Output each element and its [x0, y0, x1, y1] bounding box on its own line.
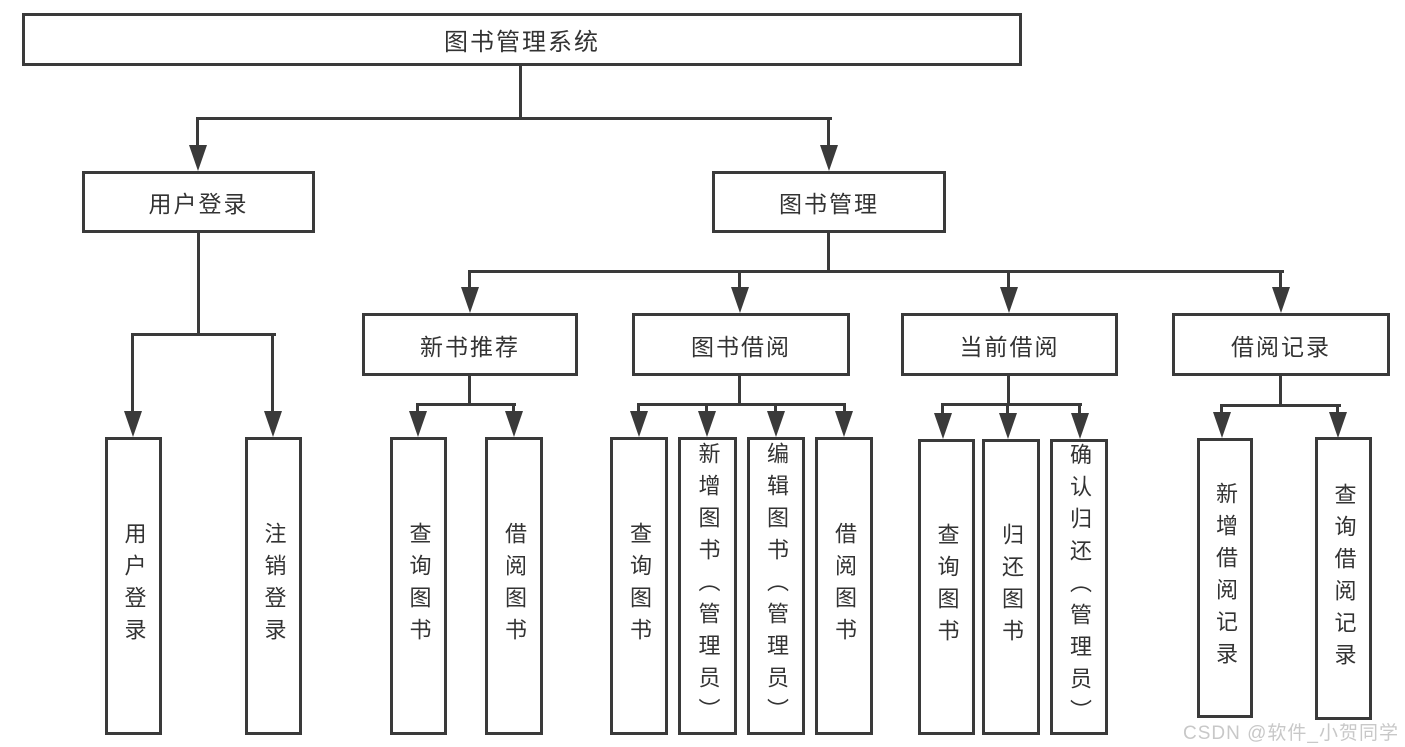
- connector-line: [1006, 403, 1009, 415]
- leaf-confirm-return-admin: 确认归还（管理员）: [1050, 439, 1108, 735]
- node-label: 查询借阅记录: [1331, 482, 1357, 675]
- connector-line: [1336, 404, 1339, 414]
- leaf-logout: 注销登录: [245, 437, 302, 735]
- node-label: 编辑图书（管理员）: [764, 442, 789, 730]
- connector-line: [196, 117, 832, 120]
- leaf-borrow-books: 借阅图书: [815, 437, 873, 735]
- connector-line: [738, 270, 741, 289]
- arrowhead-down-icon: [1329, 412, 1347, 438]
- connector-line: [941, 403, 1082, 406]
- node-label: 图书管理系统: [444, 29, 600, 56]
- arrowhead-down-icon: [698, 411, 716, 437]
- leaf-borrow-books: 借阅图书: [485, 437, 543, 735]
- node-label: 借阅图书: [832, 522, 857, 650]
- arrowhead-down-icon: [1000, 287, 1018, 313]
- connector-line: [637, 403, 640, 413]
- connector-line: [196, 117, 199, 148]
- leaf-add-borrow-record: 新增借阅记录: [1197, 438, 1253, 718]
- node-label: 借阅图书: [502, 522, 527, 650]
- arrowhead-down-icon: [461, 287, 479, 313]
- node-user-login: 用户登录: [82, 171, 315, 233]
- connector-line: [416, 403, 419, 413]
- arrowhead-down-icon: [731, 287, 749, 313]
- arrowhead-down-icon: [1071, 413, 1089, 439]
- node-book-management: 图书管理: [712, 171, 946, 233]
- connector-line: [512, 403, 515, 413]
- connector-line: [637, 403, 846, 406]
- node-label: 新增借阅记录: [1213, 482, 1238, 674]
- node-label: 当前借阅: [959, 333, 1060, 360]
- arrowhead-down-icon: [630, 411, 648, 437]
- node-label: 查询图书: [934, 523, 960, 651]
- leaf-user-login: 用户登录: [105, 437, 162, 735]
- node-label: 注销登录: [261, 522, 287, 650]
- leaf-query-books: 查询图书: [390, 437, 447, 735]
- node-label: 用户登录: [121, 522, 147, 650]
- node-label: 新书推荐: [420, 333, 520, 360]
- connector-line: [468, 376, 471, 405]
- connector-line: [1220, 404, 1223, 414]
- node-label: 图书借阅: [691, 333, 791, 360]
- node-book-borrowing: 图书借阅: [632, 313, 850, 376]
- leaf-query-books: 查询图书: [610, 437, 668, 735]
- connector-line: [468, 270, 471, 289]
- arrowhead-down-icon: [1213, 412, 1231, 438]
- node-borrowing-records: 借阅记录: [1172, 313, 1390, 376]
- arrowhead-down-icon: [409, 411, 427, 437]
- leaf-query-books: 查询图书: [918, 439, 975, 735]
- connector-line: [827, 117, 830, 148]
- connector-line: [738, 376, 741, 405]
- arrowhead-down-icon: [767, 411, 785, 437]
- arrowhead-down-icon: [505, 411, 523, 437]
- arrowhead-down-icon: [835, 411, 853, 437]
- arrowhead-down-icon: [820, 145, 838, 171]
- arrowhead-down-icon: [189, 145, 207, 171]
- node-label: 查询图书: [627, 522, 652, 650]
- connector-line: [416, 403, 516, 406]
- arrowhead-down-icon: [999, 413, 1017, 439]
- connector-line: [705, 403, 708, 413]
- connector-line: [1220, 404, 1341, 407]
- arrowhead-down-icon: [1272, 287, 1290, 313]
- arrowhead-down-icon: [264, 411, 282, 437]
- connector-line: [131, 333, 276, 336]
- connector-line: [468, 270, 1284, 273]
- node-new-book-recommendation: 新书推荐: [362, 313, 578, 376]
- node-label: 图书管理: [779, 191, 879, 217]
- connector-line: [827, 233, 830, 272]
- node-label: 借阅记录: [1231, 333, 1331, 360]
- connector-line: [843, 403, 846, 413]
- watermark: CSDN @软件_小贺同学: [1183, 723, 1399, 744]
- arrowhead-down-icon: [124, 411, 142, 437]
- connector-line: [271, 333, 274, 413]
- connector-line: [1279, 270, 1282, 289]
- leaf-edit-books-admin: 编辑图书（管理员）: [747, 437, 805, 735]
- node-label: 归还图书: [999, 523, 1024, 651]
- node-label: 新增图书（管理员）: [695, 442, 721, 730]
- node-library-management-system: 图书管理系统: [22, 13, 1022, 66]
- connector-line: [519, 66, 522, 119]
- connector-line: [941, 403, 944, 415]
- node-label: 查询图书: [406, 522, 432, 650]
- leaf-return-books: 归还图书: [982, 439, 1040, 735]
- node-label: 用户登录: [148, 191, 249, 217]
- connector-line: [197, 233, 200, 335]
- node-label: 确认归还（管理员）: [1067, 443, 1092, 731]
- node-current-borrowing: 当前借阅: [901, 313, 1118, 376]
- leaf-add-books-admin: 新增图书（管理员）: [678, 437, 737, 735]
- leaf-query-borrow-record: 查询借阅记录: [1315, 437, 1372, 720]
- connector-line: [131, 333, 134, 413]
- connector-line: [1007, 376, 1010, 405]
- connector-line: [1078, 403, 1081, 415]
- connector-line: [1007, 270, 1010, 289]
- arrowhead-down-icon: [934, 413, 952, 439]
- connector-line: [1279, 376, 1282, 406]
- connector-line: [774, 403, 777, 413]
